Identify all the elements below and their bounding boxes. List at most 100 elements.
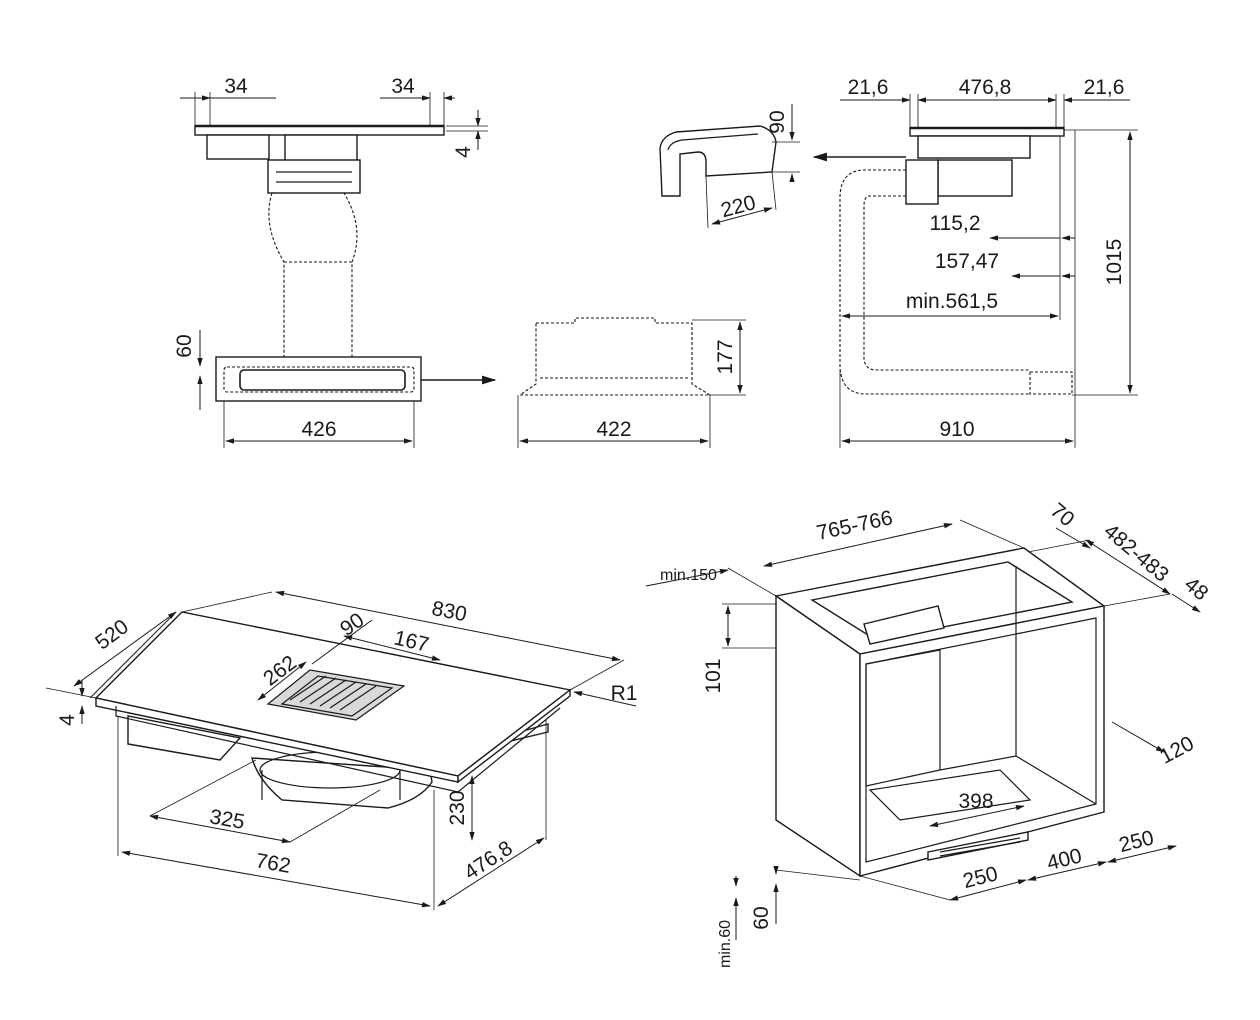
- duct-elbow-view: 90 220: [659, 104, 800, 229]
- hob-in-cabinet: [863, 605, 945, 645]
- dim-34-right: 34: [391, 75, 415, 98]
- dim-48: 48: [1180, 573, 1213, 606]
- dim-line-220: [711, 207, 773, 225]
- dim-line-400: [1027, 861, 1107, 881]
- dim-line-250-a: [949, 879, 1027, 901]
- dim-230: 230: [446, 790, 469, 825]
- plinth-side: [1029, 371, 1073, 395]
- elbow-body: [659, 125, 777, 197]
- plinth-vent: [927, 831, 1029, 861]
- duct-path-outer: [839, 169, 1030, 395]
- dim-min-150: min.150: [660, 567, 717, 584]
- dim-4: 4: [452, 146, 475, 158]
- duct-dashed: [268, 192, 358, 358]
- dim-r1: R1: [611, 682, 638, 705]
- ext-line: [727, 567, 777, 597]
- plinth-section-view: 177 422: [517, 317, 746, 448]
- ext-line: [289, 789, 381, 843]
- fan-edges: [261, 770, 401, 800]
- dim-min-561-5: min.561,5: [906, 290, 998, 313]
- cabinet-perspective-view: 765-766 70 482-483 48 min.150 101 120 39…: [645, 499, 1213, 968]
- ext-line: [1027, 539, 1091, 553]
- dim-line-167: [343, 635, 441, 661]
- dim-60-side: 60: [173, 334, 196, 357]
- elbow-detail: [667, 133, 759, 151]
- dim-line-262: [257, 661, 307, 701]
- plinth-vent-slats: [939, 837, 1021, 857]
- fan-unit: [267, 159, 361, 194]
- hob-side-edge: [457, 688, 571, 784]
- dim-21-6-left: 21,6: [848, 76, 889, 99]
- dim-157-47: 157,47: [935, 250, 999, 273]
- dim-line-765-766: [763, 523, 953, 567]
- dim-398: 398: [958, 790, 993, 813]
- dim-line-830: [275, 590, 621, 662]
- dim-line-482-483: [1085, 539, 1171, 595]
- dim-hob-4: 4: [56, 714, 79, 726]
- vent-grille-slats: [289, 675, 377, 711]
- dim-line-520: [73, 611, 177, 687]
- ext-line: [149, 759, 257, 817]
- dim-line-250-b: [1107, 845, 1177, 863]
- plinth-channel: [239, 369, 406, 391]
- dim-830: 830: [430, 597, 469, 626]
- dim-line-r1: [573, 691, 637, 707]
- dim-line-vent-90: [311, 619, 373, 665]
- outlet-side: [905, 159, 939, 205]
- dim-220: 220: [718, 191, 758, 222]
- dim-line-70: [1055, 527, 1091, 549]
- duct-path-inner: [863, 195, 1030, 371]
- dim-cab-min-60: min.60: [717, 920, 734, 968]
- ext-line: [1103, 593, 1171, 607]
- hob-housing: [206, 134, 270, 160]
- dim-520: 520: [91, 615, 133, 654]
- dim-21-6-right: 21,6: [1084, 76, 1125, 99]
- dim-vent-90: 90: [336, 609, 368, 641]
- ext-line: [45, 687, 97, 699]
- dim-476-8-top: 476,8: [959, 76, 1012, 99]
- ext-line: [775, 869, 861, 881]
- ext-line: [859, 875, 951, 901]
- dim-910: 910: [939, 418, 974, 441]
- dim-70: 70: [1046, 499, 1079, 532]
- side-section-view: 21,6 476,8 21,6 115,2 157,47 min.561,5 1…: [812, 76, 1138, 448]
- plinth-outline: [223, 366, 415, 393]
- hob-glass: [194, 125, 445, 136]
- dim-177: 177: [714, 339, 737, 374]
- dim-400: 400: [1045, 844, 1085, 875]
- hob-perspective-view: 830 520 4 90 167 262 R1 762 325 230 476,…: [45, 590, 638, 910]
- dim-line-48: [1171, 593, 1201, 613]
- hob-body-side: [917, 135, 1031, 159]
- ext-line: [181, 591, 273, 613]
- front-section-view: 34 34 4 60 426: [173, 75, 497, 448]
- ext-line: [569, 659, 625, 691]
- dim-115-2: 115,2: [930, 212, 981, 235]
- dim-line-476-8-below: [437, 837, 545, 907]
- ext-line: [705, 175, 709, 229]
- dim-34-left: 34: [224, 75, 248, 98]
- cabinet-front: [859, 605, 1105, 877]
- dim-line-min-150: [645, 568, 729, 587]
- plinth-unit: [215, 356, 422, 402]
- ext-line: [771, 171, 777, 211]
- dim-762: 762: [254, 849, 293, 878]
- dim-426: 426: [301, 418, 336, 441]
- dim-elbow-90: 90: [766, 110, 789, 133]
- dim-cab-60: 60: [750, 906, 773, 929]
- dim-line-398: [929, 805, 1025, 827]
- cabinet-base: [868, 769, 1032, 821]
- dim-120: 120: [1156, 732, 1198, 769]
- dim-line-120: [1111, 721, 1165, 753]
- fan-side: [937, 159, 1013, 197]
- dim-line-325: [149, 814, 291, 844]
- under-box-left: [127, 715, 242, 761]
- dim-line-762: [121, 850, 431, 908]
- dim-476-8-below: 476,8: [460, 837, 517, 885]
- dim-1015: 1015: [1103, 239, 1126, 286]
- dim-101: 101: [702, 658, 725, 693]
- dim-325: 325: [208, 805, 247, 834]
- dim-422: 422: [596, 418, 631, 441]
- hob-under-edge: [115, 706, 561, 793]
- plinth-body-dashed: [518, 317, 712, 396]
